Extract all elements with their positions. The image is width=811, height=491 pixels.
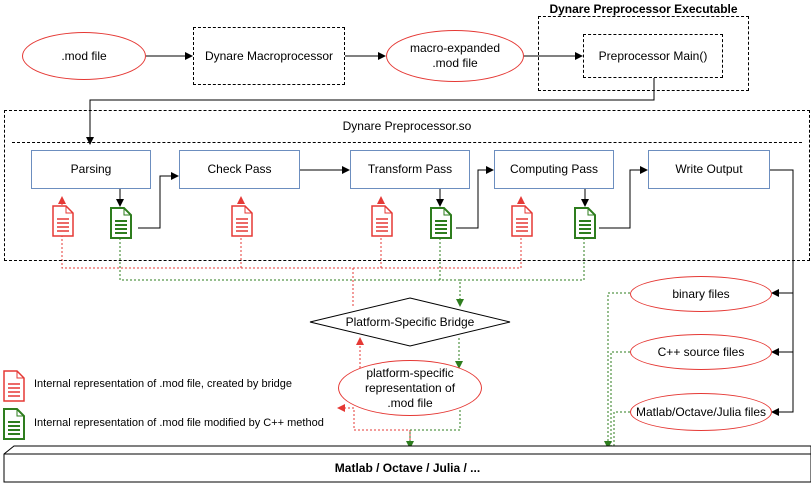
mod-file-node[interactable]: .mod file (22, 32, 146, 80)
green-link-repr-to-target (406, 410, 461, 449)
green-doc-icon (574, 207, 596, 239)
macroprocessor-node[interactable]: Dynare Macroprocessor (193, 27, 345, 85)
legend-red-doc-icon (3, 370, 25, 402)
shared-object-divider (12, 142, 802, 143)
shared-object-group (4, 110, 810, 261)
target-node[interactable]: Matlab / Octave / Julia / ... (334, 460, 481, 475)
red-doc-icon (52, 205, 74, 237)
macro-expanded-node[interactable]: macro-expanded .mod file (386, 30, 524, 82)
shared-object-group-label: Dynare Preprocessor.so (342, 119, 472, 133)
check-pass-node[interactable]: Check Pass (179, 150, 300, 189)
legend-red-label: Internal representation of .mod file, cr… (34, 378, 293, 390)
arrow-to-computing (456, 166, 494, 229)
bridge-diamond-shape (309, 297, 511, 347)
transform-pass-node[interactable]: Transform Pass (350, 150, 470, 189)
green-link-parsing-doc (119, 238, 464, 307)
red-doc-icon (511, 205, 533, 237)
legend-green-label: Internal representation of .mod file mod… (34, 417, 324, 429)
target-box-shape (3, 445, 811, 483)
arrow-main-to-parsing (86, 78, 655, 145)
executable-group (538, 16, 749, 91)
arrow-to-matlab (771, 352, 794, 416)
computing-pass-node[interactable]: Computing Pass (494, 150, 614, 189)
binary-files-node[interactable]: binary files (630, 276, 772, 312)
red-link-computing-doc (353, 196, 525, 269)
green-doc-icon (430, 207, 452, 239)
executable-group-label: Dynare Preprocessor Executable (549, 2, 738, 16)
bridge-node[interactable]: Platform-Specific Bridge (345, 314, 475, 329)
parsing-node[interactable]: Parsing (31, 150, 151, 189)
red-doc-icon (371, 205, 393, 237)
platform-repr-node[interactable]: platform-specific representation of .mod… (338, 360, 482, 416)
arrow-to-check (138, 172, 179, 229)
matlab-files-node[interactable]: Matlab/Octave/Julia files (630, 393, 772, 431)
green-link-computing-doc (460, 238, 585, 281)
cpp-files-node[interactable]: C++ source files (630, 334, 772, 370)
red-doc-icon (231, 205, 253, 237)
green-link-binary-to-target (604, 292, 630, 449)
arrow-to-binary (770, 169, 794, 297)
green-link-matlab-to-target (613, 411, 630, 448)
legend-green-doc-icon (3, 408, 25, 440)
preprocessor-main-node[interactable]: Preprocessor Main() (583, 34, 723, 78)
arrow-to-cpp (771, 293, 794, 356)
write-output-node[interactable]: Write Output (648, 150, 770, 189)
green-doc-icon (110, 207, 132, 239)
arrow-to-write (599, 166, 648, 229)
